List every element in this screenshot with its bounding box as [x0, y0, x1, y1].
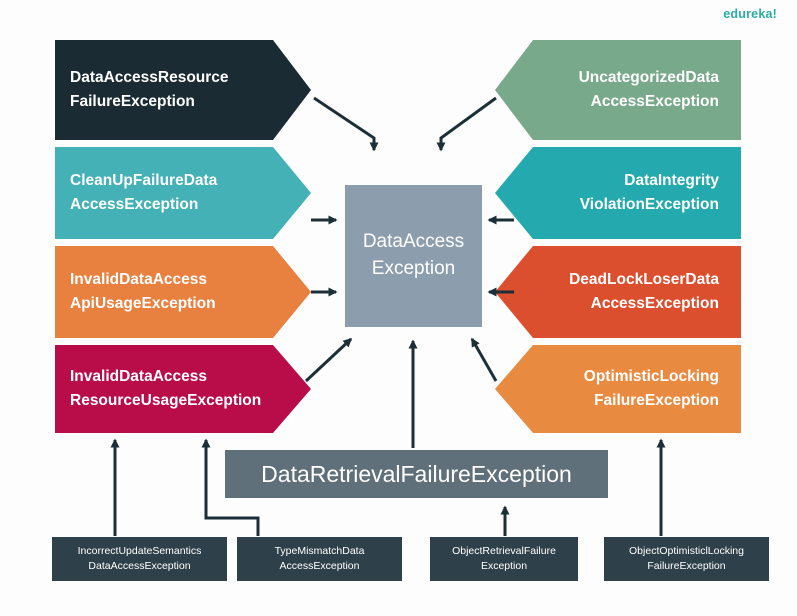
- banner-label-line: OptimisticLocking: [583, 368, 719, 386]
- center-data-access-exception-box: DataAccess Exception: [345, 185, 482, 327]
- box-label-line: Exception: [480, 560, 528, 572]
- banner-uncategorized-data-access-exception: UncategorizedData AccessException: [495, 40, 741, 140]
- banner-cleanup-failure-data-access-exception: CleanUpFailureData AccessException: [55, 147, 311, 239]
- arrow-uncategorized-to-center: [436, 96, 497, 152]
- banner-label-line: ApiUsageException: [70, 294, 216, 312]
- center-label-line: Exception: [371, 258, 456, 279]
- box-label-line: DataAccessException: [88, 560, 191, 572]
- banner-label-line: FailureException: [70, 92, 195, 110]
- banner-label-line: ResourceUsageException: [70, 391, 262, 409]
- box-label-line: ObjectOptimisticlLocking: [629, 544, 744, 557]
- banner-optimistic-locking-failure-exception: OptimisticLocking FailureException: [495, 345, 741, 433]
- banner-data-access-resource-failure-exception: DataAccessResource FailureException: [55, 40, 311, 140]
- box-object-optimistic-locking-failure-exception: ObjectOptimisticlLocking FailureExceptio…: [604, 537, 769, 581]
- arrow-resource-usage-to-center: [304, 337, 353, 383]
- arrow-optimistic-locking-to-center: [470, 337, 498, 382]
- edureka-logo: edureka!: [723, 7, 777, 21]
- banner-label-line: ViolationException: [579, 195, 719, 213]
- box-object-retrieval-failure-exception: ObjectRetrievalFailure Exception: [430, 537, 578, 581]
- box-label-line: ObjectRetrievalFailure: [452, 544, 556, 557]
- banner-label-line: DeadLockLoserData: [569, 271, 719, 289]
- banner-label-line: AccessException: [590, 92, 719, 110]
- banner-label-line: FailureException: [594, 391, 719, 409]
- arrow-resource-failure-to-center: [313, 96, 379, 152]
- banner-invalid-data-access-resource-usage-exception: InvalidDataAccess ResourceUsageException: [55, 345, 311, 433]
- banner-label-line: InvalidDataAccess: [70, 271, 207, 289]
- box-incorrect-update-semantics-data-access-exception: IncorrectUpdateSemantics DataAccessExcep…: [52, 537, 227, 581]
- data-retrieval-failure-exception-box: DataRetrievalFailureException: [225, 450, 608, 498]
- banner-deadlock-loser-data-access-exception: DeadLockLoserData AccessException: [495, 246, 741, 338]
- box-label-line: IncorrectUpdateSemantics: [77, 544, 202, 557]
- banner-label-line: CleanUpFailureData: [70, 172, 218, 190]
- banner-label-line: DataIntegrity: [624, 172, 719, 190]
- banner-label-line: DataAccessResource: [70, 69, 229, 87]
- banner-invalid-data-access-api-usage-exception: InvalidDataAccess ApiUsageException: [55, 246, 311, 338]
- box-label-line: AccessException: [279, 560, 360, 572]
- box-label-line: TypeMismatchData: [274, 544, 365, 557]
- banner-label-line: AccessException: [70, 195, 199, 213]
- banner-label-line: UncategorizedData: [578, 69, 719, 87]
- banner-label-line: InvalidDataAccess: [70, 368, 207, 386]
- banner-data-integrity-violation-exception: DataIntegrity ViolationException: [495, 147, 741, 239]
- box-type-mismatch-data-access-exception: TypeMismatchData AccessException: [237, 537, 402, 581]
- banner-label-line: AccessException: [590, 294, 719, 312]
- box-label-line: FailureException: [647, 560, 726, 572]
- center-label-line: DataAccess: [362, 231, 465, 253]
